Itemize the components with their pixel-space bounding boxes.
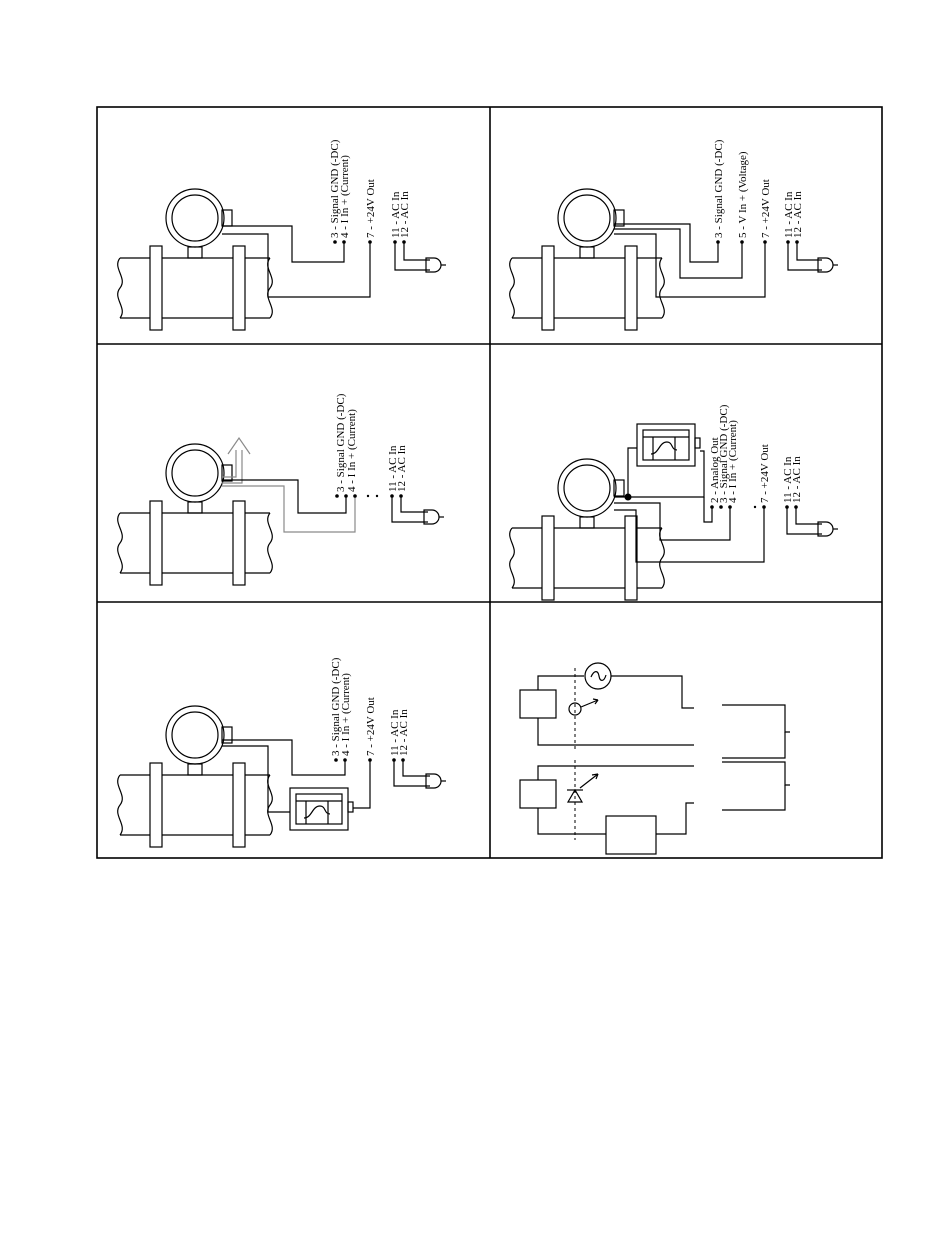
panel-middle-right: 2 - Analog Out 3 - Signal GND (-DC) 4 - … bbox=[509, 404, 839, 601]
terminal-label: 12 - AC In bbox=[792, 191, 804, 238]
terminal-label: 11 - AC In bbox=[390, 191, 402, 238]
terminal-label: 2 - Analog Out bbox=[709, 437, 721, 503]
load-box bbox=[605, 815, 657, 855]
coil-box bbox=[519, 779, 557, 809]
flow-meter-icon bbox=[509, 458, 665, 601]
lamp-icon bbox=[568, 702, 582, 716]
terminal-label: 11 - AC In bbox=[782, 456, 794, 503]
panel-bottom-right bbox=[519, 662, 790, 855]
terminal-label: 3 - Signal GND (-DC) bbox=[329, 139, 341, 238]
coil-box bbox=[519, 689, 557, 719]
terminal-label: 7 - +24V Out bbox=[365, 179, 377, 238]
panel-grid bbox=[96, 106, 883, 859]
terminal-label: 3 - Signal GND (-DC) bbox=[713, 139, 725, 238]
panel-top-left: 3 - Signal GND (-DC) 4 - I In + (Current… bbox=[117, 139, 447, 331]
terminal-label: 4 - I In + (Current) bbox=[340, 673, 352, 756]
recorder-icon bbox=[289, 787, 354, 831]
terminal-label: 4 - I In + (Current) bbox=[346, 409, 358, 492]
terminal-label: 3 - Signal GND (-DC) bbox=[330, 657, 342, 756]
recorder-icon bbox=[636, 423, 701, 467]
terminal-label: 5 - V In + (Voltage) bbox=[737, 151, 749, 238]
terminal-label: 7 - +24V Out bbox=[760, 179, 772, 238]
terminal-label: 4 - I In + (Current) bbox=[339, 155, 351, 238]
terminal-label: 11 - AC In bbox=[387, 445, 399, 492]
panel-bottom-left: 3 - Signal GND (-DC) 4 - I In + (Current… bbox=[117, 657, 447, 848]
ac-source-icon bbox=[584, 662, 612, 690]
signal-arrow-icon bbox=[222, 436, 251, 484]
terminal-label: 4 - I In + (Current) bbox=[727, 420, 739, 503]
terminal-label: 11 - AC In bbox=[389, 709, 401, 756]
terminal-label: 7 - +24V Out bbox=[365, 697, 377, 756]
flow-meter-icon bbox=[117, 188, 273, 331]
panel-top-right: 3 - Signal GND (-DC) 5 - V In + (Voltage… bbox=[509, 139, 839, 331]
terminal-label: 11 - AC In bbox=[783, 191, 795, 238]
flow-meter-icon bbox=[117, 705, 273, 848]
terminal-label: 3 - Signal GND (-DC) bbox=[335, 393, 347, 492]
terminal-label: 12 - AC In bbox=[791, 456, 803, 503]
terminal-label: 12 - AC In bbox=[398, 709, 410, 756]
flow-meter-icon bbox=[509, 188, 665, 331]
terminal-label: 7 - +24V Out bbox=[759, 444, 771, 503]
terminal-label: 3 - Signal GND (-DC) bbox=[718, 404, 730, 503]
panel-middle-left: 3 - Signal GND (-DC) 4 - I In + (Current… bbox=[117, 393, 445, 586]
terminal-label: 12 - AC In bbox=[399, 191, 411, 238]
terminal-label: 12 - AC In bbox=[396, 445, 408, 492]
diode-icon bbox=[566, 773, 599, 803]
flow-meter-icon bbox=[117, 443, 273, 586]
